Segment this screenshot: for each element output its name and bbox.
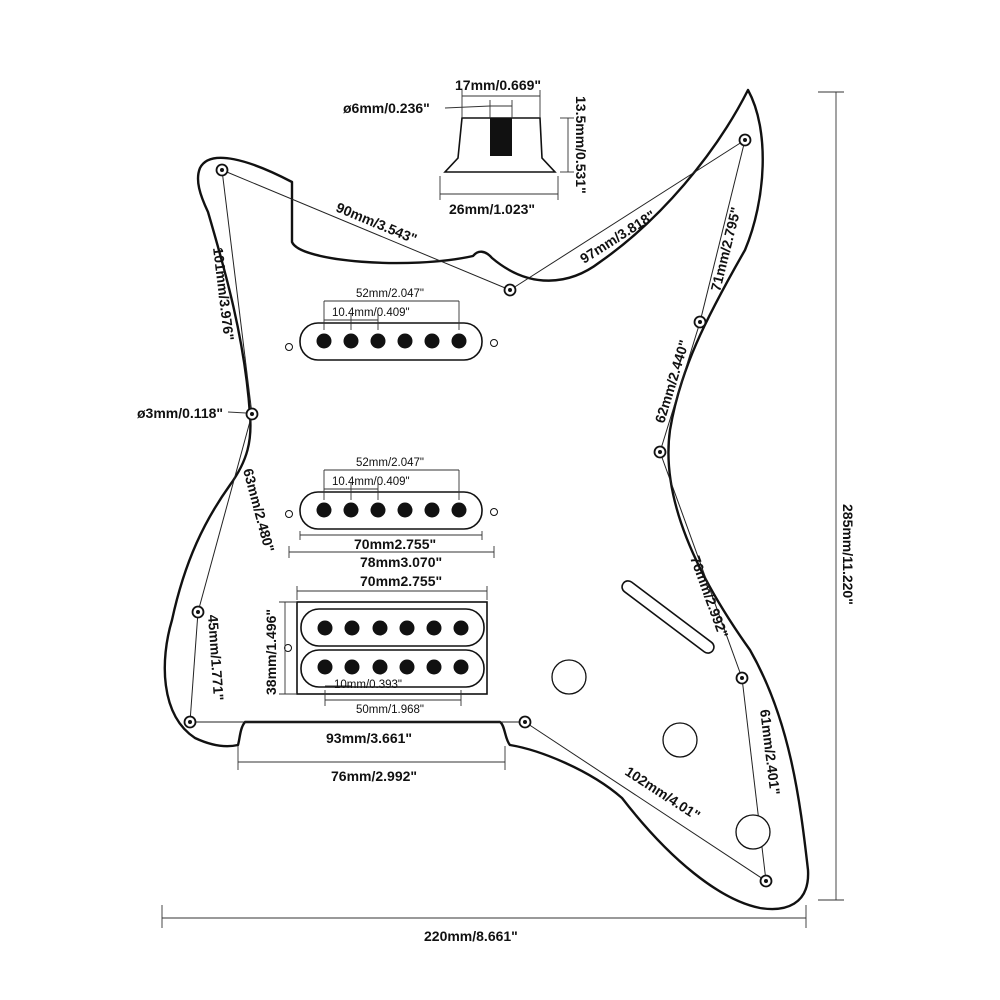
screw-hole <box>518 715 532 729</box>
screw-hole <box>735 671 749 685</box>
tone-pot-hole-2 <box>735 814 771 850</box>
knob-detail <box>439 90 574 200</box>
mounting-screws <box>183 133 773 888</box>
mid-pickup-width-label: 52mm/2.047" <box>356 457 424 469</box>
hum-pole-spacing-label: 10mm/0.393" <box>334 679 402 691</box>
middle-pickup <box>285 469 498 558</box>
bottom-cutout-label: 76mm/2.992" <box>331 768 417 784</box>
screw-hole <box>693 315 707 329</box>
switch-slot <box>621 580 715 654</box>
overall-height-label: 285mm/11.220" <box>840 504 856 605</box>
screw-hole <box>191 605 205 619</box>
screw-hole <box>183 715 197 729</box>
tone-pot-hole-1 <box>662 722 698 758</box>
screw-hole <box>759 874 773 888</box>
neck-pickup <box>285 300 498 361</box>
knob-height-label: 13.5mm/0.531" <box>573 96 589 194</box>
bottom-screws-label: 93mm/3.661" <box>326 730 412 746</box>
overall-width-label: 220mm/8.661" <box>424 928 518 944</box>
screw-hole-label: ø3mm/0.118" <box>137 405 223 421</box>
bridge-humbucker <box>279 586 488 706</box>
mid-pickup-screws-label: 78mm3.070" <box>360 554 442 570</box>
pickguard-outline <box>163 88 810 911</box>
screw-distance-45-label: 45mm/1.771" <box>205 614 227 701</box>
knob-base-label: 26mm/1.023" <box>449 201 535 217</box>
screw-measurement-lines <box>189 139 767 882</box>
screw-hole <box>245 407 259 421</box>
mid-pickup-outer-label: 70mm2.755" <box>354 536 436 552</box>
volume-pot-hole <box>551 659 587 695</box>
neck-pole-spacing-label: 10.4mm/0.409" <box>332 307 410 319</box>
neck-pickup-width-label: 52mm/2.047" <box>356 288 424 300</box>
screw-hole <box>653 445 667 459</box>
hum-pole-span-label: 50mm/1.968" <box>356 704 424 716</box>
hum-height-label: 38mm/1.496" <box>263 609 279 695</box>
screw-distance-90-label: 90mm/3.543" <box>334 199 420 247</box>
mid-pole-spacing-label: 10.4mm/0.409" <box>332 476 410 488</box>
knob-width-label: 17mm/0.669" <box>455 77 541 93</box>
knob-shaft-label: ø6mm/0.236" <box>343 100 430 116</box>
screw-hole <box>738 133 752 147</box>
screw-hole <box>503 283 517 297</box>
screw-hole <box>215 163 229 177</box>
hum-outer-width-label: 70mm2.755" <box>360 573 442 589</box>
knob-shaft <box>490 118 512 156</box>
overall-dimension-lines <box>161 91 844 928</box>
